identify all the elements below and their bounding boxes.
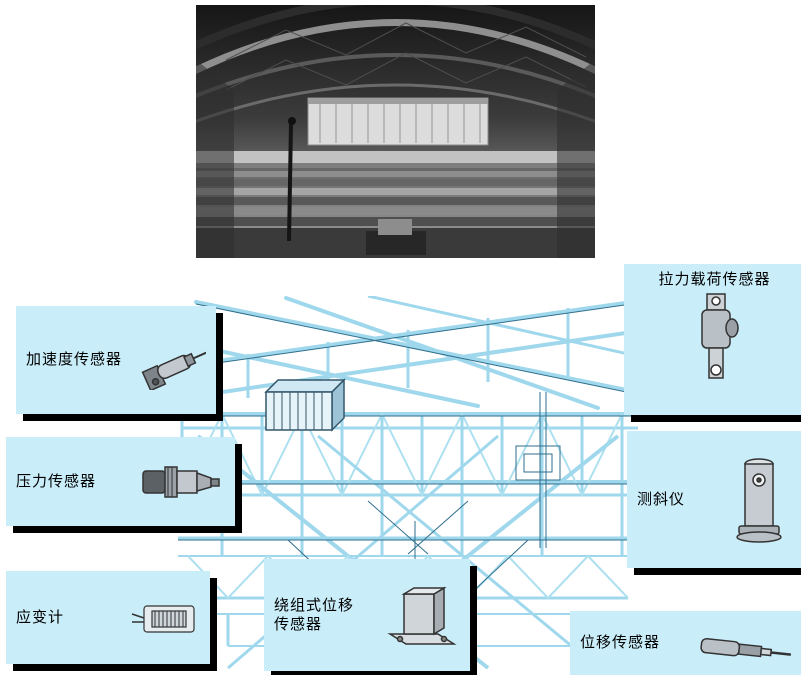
- callout-displacement-sensor: 位移传感器: [570, 611, 801, 675]
- inclinometer-icon: [729, 454, 793, 546]
- displacement-sensor-icon: [699, 635, 795, 667]
- displacement-sensor-label: 位移传感器: [580, 633, 661, 652]
- strain-gauge-icon: [130, 597, 200, 639]
- winding-displacement-label: 绕组式位移 传感器: [274, 596, 354, 635]
- auditorium-photo-art: [184, 0, 607, 258]
- strain-gauge-label: 应变计: [16, 607, 65, 626]
- accelerometer-label: 加速度传感器: [26, 350, 123, 369]
- roof-truss-art: [166, 294, 648, 670]
- truss-cabinet: [264, 378, 346, 432]
- auditorium-photo: [184, 0, 607, 258]
- callout-strain-gauge: 应变计: [6, 571, 210, 664]
- roof-truss-drawing: [166, 294, 648, 670]
- winding-displacement-icon: [384, 582, 460, 648]
- tension-load-label: 拉力载荷传感器: [658, 270, 771, 288]
- callout-tension-load-sensor: 拉力载荷传感器: [624, 264, 801, 415]
- callout-winding-displacement-sensor: 绕组式位移 传感器: [264, 559, 470, 671]
- pressure-sensor-icon: [141, 459, 225, 505]
- accelerometer-icon: [134, 330, 206, 390]
- tension-load-icon: [683, 292, 747, 388]
- callout-inclinometer: 测斜仪: [627, 431, 801, 568]
- callout-accelerometer: 加速度传感器: [16, 306, 216, 414]
- inclinometer-label: 测斜仪: [637, 489, 686, 508]
- callout-pressure-sensor: 压力传感器: [6, 437, 235, 526]
- pressure-sensor-label: 压力传感器: [16, 471, 97, 490]
- label-line-2: 传感器: [274, 615, 323, 633]
- label-line-1: 绕组式位移: [274, 595, 355, 614]
